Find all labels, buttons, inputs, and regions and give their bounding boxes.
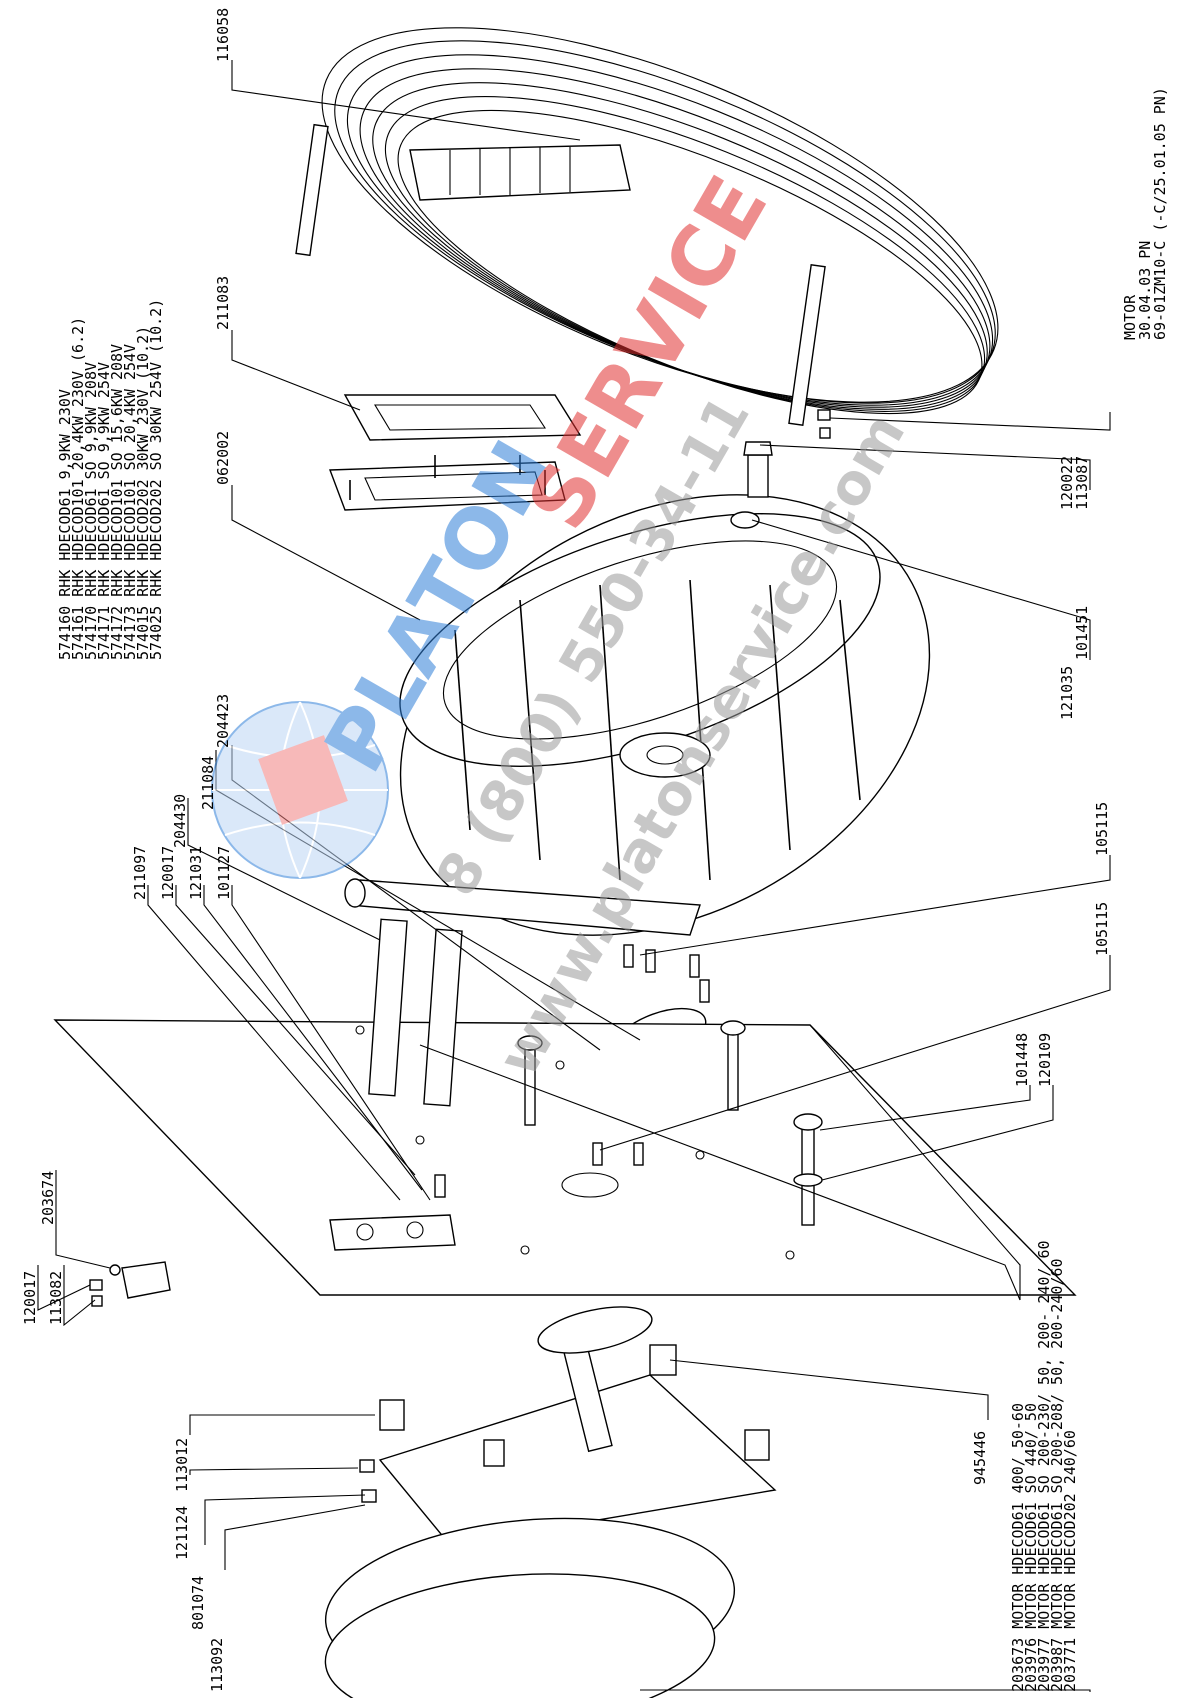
part-label-101451: 101451 xyxy=(1073,606,1091,660)
part-label-211084: 211084 xyxy=(199,756,217,810)
part-label-801074: 801074 xyxy=(189,1576,207,1630)
part-label-203674: 203674 xyxy=(39,1171,57,1225)
heater-row: 574172 RHK HDECOD101 SO 15,6KW 208V xyxy=(108,344,126,660)
title-line-2: 30.04.03 PN xyxy=(1136,241,1154,340)
title-block: MOTOR 30.04.03 PN 69-01ZM10-C (-C/25.01.… xyxy=(1121,87,1169,340)
title-line-3: 69-01ZM10-C (-C/25.01.05 PN) xyxy=(1151,87,1169,340)
part-label-211097: 211097 xyxy=(131,846,149,900)
part-label-204430: 204430 xyxy=(171,794,189,848)
motor-mounting-plate xyxy=(53,1019,1077,1296)
heater-row: 574025 RHK HDECOD202 SO 30KW 254V (10.2) xyxy=(147,299,165,660)
motor-row: 203976 MOTOR HDECOD61 SO 440/ 50 xyxy=(1022,1403,1040,1692)
fan-motor xyxy=(324,1306,777,1698)
part-label-113087: 113087 xyxy=(1073,456,1091,510)
motor-row: 203977 MOTOR HDECOD61 SO 200-230/ 50, 20… xyxy=(1035,1240,1053,1692)
part-label-101127: 101127 xyxy=(215,846,233,900)
part-label-062002: 062002 xyxy=(214,431,232,485)
fasteners xyxy=(434,441,823,1226)
motor-row: 203771 MOTOR HDECOD202 240/60 xyxy=(1061,1430,1079,1692)
fan-impeller xyxy=(399,494,931,936)
part-label-945446: 945446 xyxy=(971,1431,989,1485)
part-label-120109: 120109 xyxy=(1036,1033,1054,1087)
part-label-113012: 113012 xyxy=(173,1438,191,1492)
heating-element-coil xyxy=(295,27,999,439)
part-label-121124: 121124 xyxy=(173,1506,191,1560)
heater-row: 574170 RHK HDECOD61 SO 9,9KW 208V xyxy=(82,362,100,660)
part-label-113082: 113082 xyxy=(47,1271,65,1325)
part-label-204423: 204423 xyxy=(214,694,232,748)
part-label-211083: 211083 xyxy=(214,276,232,330)
title-line-1: MOTOR xyxy=(1121,294,1139,340)
part-number-labels: 116058 211083 062002 204423 211084 20443… xyxy=(21,8,1111,1692)
heater-row: 574171 RHK HDECOD61 SO 9,9KW 254V xyxy=(95,362,113,660)
part-label-113092: 113092 xyxy=(208,1638,226,1692)
terminal-cover-plates xyxy=(329,394,582,511)
part-label-121031: 121031 xyxy=(187,846,205,900)
motor-parts-table: 203673 MOTOR HDECOD61 400/ 50-60 203976 … xyxy=(1009,1240,1079,1692)
heater-row: 574173 RHK HDECOD101 SO 20,4KW 254V xyxy=(121,344,139,660)
heater-parts-table: 574160 RHK HDECOD61 9,9KW 230V 574161 RH… xyxy=(56,299,165,660)
part-label-101448: 101448 xyxy=(1013,1033,1031,1087)
part-label-121035: 121035 xyxy=(1058,666,1076,720)
heater-row: 574015 RHK HDECOD202 30KW 230V (10.2) xyxy=(134,326,152,660)
heater-row: 574160 RHK HDECOD61 9,9KW 230V xyxy=(56,389,74,660)
heater-row: 574161 RHK HDECOD101 20,4KW 230V (6.2) xyxy=(69,317,87,660)
motor-row: 203987 MOTOR HDECOD61 SO 200-208/ 50, 20… xyxy=(1048,1259,1066,1692)
motor-row: 203673 MOTOR HDECOD61 400/ 50-60 xyxy=(1009,1403,1027,1692)
part-label-120022: 120022 xyxy=(1058,456,1076,510)
part-label-120017-b: 120017 xyxy=(21,1271,39,1325)
part-label-116058: 116058 xyxy=(214,8,232,62)
ducts-and-tubes xyxy=(344,878,701,1107)
thermal-switch xyxy=(89,1261,171,1307)
part-label-105115-a: 105115 xyxy=(1093,802,1111,856)
part-label-105115-b: 105115 xyxy=(1093,902,1111,956)
part-label-120017: 120017 xyxy=(159,846,177,900)
